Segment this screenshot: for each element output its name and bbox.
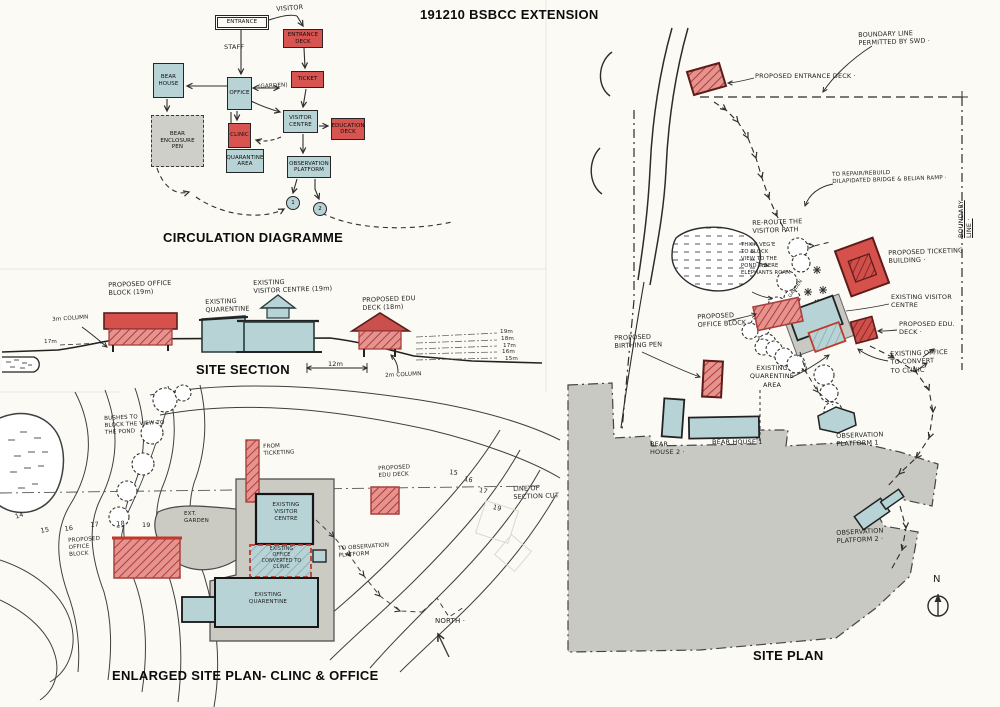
proposed-entrance-deck-shape [685, 61, 728, 97]
node-platform-2: 2 [313, 202, 327, 216]
label-contour-r17: 17 [478, 486, 489, 496]
label-obs-platform-1: OBSERVATION PLATFORM 1 [836, 430, 884, 449]
siteplan-bear-house-2 [660, 397, 686, 439]
label-reroute-note: RE-ROUTE THE VISITOR PATH [752, 217, 803, 236]
label-contour-18: 18 [116, 519, 126, 528]
label-contour-15: 15 [40, 525, 50, 535]
paper-creases [0, 0, 547, 393]
siteplan-ticketing-building [833, 236, 891, 298]
label-enlarged-visitor-centre: EXISTING VISITOR CENTRE [272, 502, 300, 523]
label-level-19m: 19m [500, 329, 514, 335]
label-bushes-note: BUSHES TO BLOCK THE VIEW TO THE POND [104, 414, 165, 437]
enlarged-proposed-office [113, 537, 181, 579]
label-section-17m: 17m [44, 339, 58, 345]
trees-enlarged [108, 384, 192, 528]
label-siteplan-edu-deck: PROPOSED EDU. DECK · [899, 320, 955, 337]
label-contour-r16: 16 [463, 475, 474, 485]
label-line-of-section: LINE OF SECTION CUT [513, 484, 560, 502]
node-platform-1: 1 [286, 196, 300, 210]
node-clinic: CLINIC [228, 123, 251, 148]
site-section-drawing [1, 294, 543, 373]
siteplan-birthing-pen [701, 359, 724, 399]
label-ext-garden: EXT. GARDEN [184, 511, 209, 525]
enlarged-visitor-centre [254, 492, 315, 546]
label-from-ticketing: FROM TICKETING [263, 443, 295, 458]
label-thick-vege: THICK VEG'E TO BLOCK VIEW TO THE POND WH… [741, 242, 791, 277]
node-bear-house: BEAR HOUSE [153, 63, 184, 98]
label-section-quarantine: EXISTING QUARENTINE [205, 296, 250, 315]
label-birthing-pen: PROPOSED BIRTHING PEN [614, 332, 663, 351]
node-quarantine-area: QUARANTINE AREA [226, 149, 264, 173]
enlarged-plan-drawing [0, 384, 561, 707]
label-section-proposed-office: PROPOSED OFFICE BLOCK (19m) [108, 278, 172, 298]
node-visitor-centre: VISITOR CENTRE [283, 110, 318, 133]
siteplan-obs-platform-2 [853, 488, 905, 531]
siteplan-bear-house-1 [687, 415, 761, 440]
enlarged-title: ENLARGED SITE PLAN- CLINC & OFFICE [112, 668, 379, 683]
label-enlarged-quarantine: EXISTING QUARENTINE [248, 592, 288, 606]
label-ticketing: PROPOSED TICKETING BUILDING · [888, 246, 964, 266]
north-arrow-enlarged [437, 632, 450, 658]
ramp-from-ticketing [245, 439, 260, 503]
label-bear-house-2: BEAR HOUSE 2 · [650, 440, 685, 457]
label-boundary-vertical: BOUNDARY LINE · [957, 200, 974, 238]
label-section-visitor-centre: EXISTING VISITOR CENTRE (19m) [253, 277, 333, 296]
section-title: SITE SECTION [196, 362, 290, 377]
label-boundary-note: BOUNDARY LINE PERMITTED BY SWD · [858, 29, 931, 48]
node-entrance: ENTRANCE [215, 15, 269, 30]
label-level-18m: 18m [501, 336, 515, 342]
pond [671, 226, 761, 292]
label-bear-house-1: BEAR HOUSE 1 [712, 438, 763, 446]
label-level-15m: 15m [505, 356, 519, 362]
label-enlarged-edu-deck: PROPOSED EDU DECK [378, 464, 411, 480]
node-office: OFFICE [227, 77, 252, 110]
label-north-siteplan: N [933, 574, 941, 585]
bear-enclosure-area [567, 382, 939, 653]
label-north-enlarged: NORTH · [435, 617, 466, 625]
label-garden-flow: (GARDEN) [258, 82, 288, 90]
label-contour-17: 17 [90, 520, 100, 529]
site-plan-drawing [567, 27, 968, 653]
label-siteplan-visitor-centre: EXISTING VISITOR CENTRE [891, 293, 952, 310]
label-contour-19: 19 [142, 521, 151, 529]
node-education-deck: EDUCATION DECK [331, 118, 365, 140]
label-contour-r15: 15 [448, 468, 459, 478]
siteplan-proposed-office [752, 296, 804, 332]
label-siteplan-quarantine: EXISTING QUARENTINE AREA [749, 364, 795, 389]
label-enlarged-clinic: EXISTING OFFICE CONVERTED TO CLINIC [261, 547, 302, 571]
label-staff-flow: STAFF [224, 43, 245, 51]
label-dim-12m: 12m [328, 360, 344, 368]
label-obs-platform-2: OBSERVATION PLATFORM 2 · [836, 526, 884, 546]
page-title: 191210 BSBCC EXTENSION [420, 7, 599, 22]
label-siteplan-clinic: EXISTING OFFICE TO CONVERT TO CLINIC [890, 347, 949, 375]
siteplan-edu-deck [849, 315, 879, 345]
label-enlarged-proposed-office: PROPOSED OFFICE BLOCK [68, 535, 101, 559]
label-level-16m: 16m [502, 349, 516, 355]
label-siteplan-proposed-office: PROPOSED OFFICE BLOCK [697, 311, 747, 330]
north-symbol-siteplan [927, 594, 949, 617]
label-contour-16: 16 [64, 523, 74, 533]
enlarged-edu-deck [370, 486, 400, 515]
node-ticket: TICKET [291, 71, 324, 88]
node-observation-platform: OBSERVATION PLATFORM [287, 156, 331, 178]
label-level-17m: 17m [503, 343, 517, 349]
siteplan-title: SITE PLAN [753, 648, 824, 663]
label-section-edu-deck: PROPOSED EDU DECK (18m) [362, 294, 416, 313]
node-entrance-deck: ENTRANCE DECK [283, 29, 323, 48]
node-bear-enclosure-pen: BEAR ENCLOSURE PEN [151, 115, 204, 167]
siteplan-obs-platform-1 [817, 406, 857, 434]
siteplan-clinic [807, 320, 847, 354]
circulation-title: CIRCULATION DIAGRAMME [163, 230, 344, 245]
label-entrance-deck: PROPOSED ENTRANCE DECK · [755, 72, 856, 80]
